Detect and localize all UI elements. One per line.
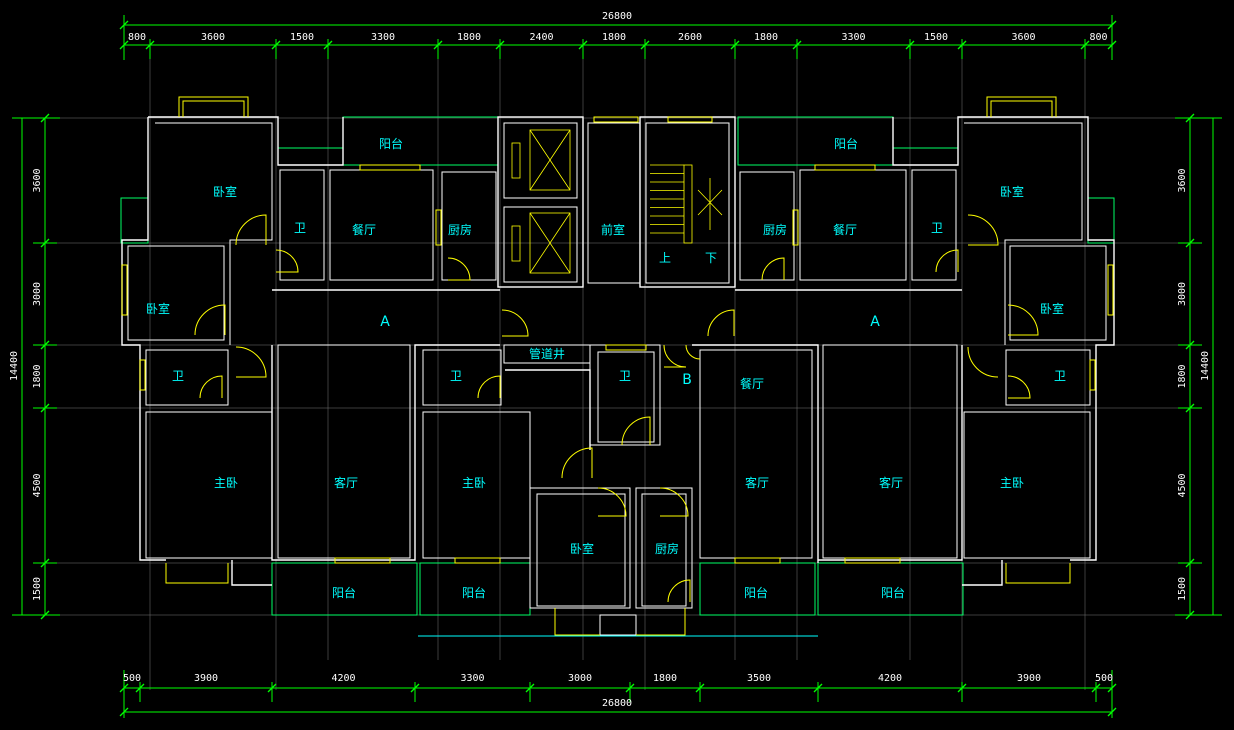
top-dimensions: 26800 800 3600 1500 3300 1800 2400 1800 2600 180…: [119, 11, 1117, 60]
kitchen-b-label: 厨房: [655, 541, 679, 556]
dimension-segment: 1800: [32, 364, 43, 388]
balcony-top-left-label: 阳台: [379, 136, 403, 151]
dimension-segment: 3900: [1017, 673, 1041, 684]
dimension-segment: 3900: [194, 673, 218, 684]
living-left-label: 客厅: [334, 475, 358, 490]
doors: [194, 214, 1039, 603]
dimension-segment: 3000: [1177, 282, 1188, 306]
walls: [121, 116, 1115, 636]
dimension-segment: 4500: [1177, 473, 1188, 497]
dining-left-label: 餐厅: [352, 222, 376, 237]
bedroom-mid-left-label: 卧室: [146, 301, 170, 316]
dimension-segment: 3300: [841, 32, 865, 43]
dimension-segment: 1500: [32, 577, 43, 601]
dining-b-label: 餐厅: [740, 376, 764, 391]
dimension-segment: 4200: [331, 673, 355, 684]
dimension-segment: 2600: [678, 32, 702, 43]
unit-b-label: B: [682, 372, 692, 388]
dimension-segment: 3000: [568, 673, 592, 684]
left-dimensions: 14400 3600 3000 1800 4500 1500: [9, 113, 60, 620]
left-total-dimension: 14400: [9, 351, 20, 381]
kitchen-right-label: 厨房: [763, 222, 787, 237]
elevator-symbols: [511, 129, 571, 274]
bath-top-left-label: 卫: [294, 221, 306, 235]
bottom-total-dimension: 26800: [602, 698, 632, 709]
balcony-b3-label: 阳台: [744, 585, 768, 600]
dimension-segment: 3600: [1011, 32, 1035, 43]
master-left-label: 主卧: [214, 476, 238, 490]
living-b-label: 客厅: [745, 475, 769, 490]
dimension-segment: 4200: [878, 673, 902, 684]
lobby-label: 前室: [601, 222, 625, 237]
dimension-segment: 1500: [290, 32, 314, 43]
dimension-segment: 800: [1089, 32, 1107, 43]
dimension-segment: 500: [123, 673, 141, 684]
dimension-segment: 3300: [460, 673, 484, 684]
stair-down-label: 下: [705, 251, 717, 265]
dimension-segment: 1800: [754, 32, 778, 43]
dimension-segment: 4500: [32, 473, 43, 497]
dimension-segment: 3500: [747, 673, 771, 684]
bath-mid-left-label: 卫: [172, 369, 184, 383]
dimension-segment: 1500: [1177, 577, 1188, 601]
right-total-dimension: 14400: [1200, 351, 1211, 381]
dimension-segment: 1800: [1177, 364, 1188, 388]
stair-symbol: [650, 164, 723, 244]
bedroom-top-left-label: 卧室: [213, 184, 237, 199]
balcony-b4-label: 阳台: [881, 585, 905, 600]
dimension-segment: 3000: [32, 282, 43, 306]
bath-mid-right-label: 卫: [1054, 369, 1066, 383]
dimension-segment: 500: [1095, 673, 1113, 684]
bedroom-top-right-label: 卧室: [1000, 184, 1024, 199]
master-b-label: 主卧: [462, 476, 486, 490]
windows: [121, 96, 1114, 584]
room-labels: 阳台 阳台 卧室 卫 餐厅 厨房 前室 厨房 餐厅 卫 卧室 上 下 A A B…: [146, 136, 1066, 600]
bottom-dimensions: 26800 500 3900 4200 3300 3000 1800 3500 4200 390…: [119, 670, 1117, 718]
dimension-segment: 1800: [457, 32, 481, 43]
dimension-segment: 1800: [653, 673, 677, 684]
living-right-label: 客厅: [879, 475, 903, 490]
dimension-segment: 3300: [371, 32, 395, 43]
dimension-segment: 3600: [32, 168, 43, 192]
unit-a-left-label: A: [380, 314, 390, 330]
balcony-b1-label: 阳台: [332, 585, 356, 600]
balcony-top-right-label: 阳台: [834, 136, 858, 151]
balcony-b2-label: 阳台: [462, 585, 486, 600]
dimension-segment: 3600: [1177, 168, 1188, 192]
bedroom-b-label: 卧室: [570, 541, 594, 556]
dimension-segment: 3600: [201, 32, 225, 43]
shaft-label: 管道井: [529, 346, 565, 361]
kitchen-left-label: 厨房: [448, 222, 472, 237]
dimension-segment: 1800: [602, 32, 626, 43]
bath-top-right-label: 卫: [931, 221, 943, 235]
stair-up-label: 上: [659, 251, 671, 265]
dimension-segment: 800: [128, 32, 146, 43]
bedroom-mid-right-label: 卧室: [1040, 301, 1064, 316]
dining-right-label: 餐厅: [833, 222, 857, 237]
right-dimensions: 14400 3600 3000 1800 4500 1500: [1175, 113, 1222, 620]
master-right-label: 主卧: [1000, 476, 1024, 490]
dimension-segment: 2400: [529, 32, 553, 43]
axis-grid: [45, 40, 1190, 690]
unit-a-right-label: A: [870, 314, 880, 330]
dimension-segment: 1500: [924, 32, 948, 43]
bath-b2-label: 卫: [619, 369, 631, 383]
top-total-dimension: 26800: [602, 11, 632, 22]
bath-b1-label: 卫: [450, 369, 462, 383]
